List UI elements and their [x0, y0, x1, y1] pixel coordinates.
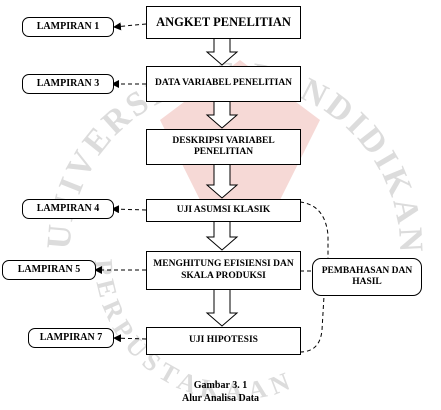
step-uji-asumsi-klasik: UJI ASUMSI KLASIK: [146, 199, 301, 222]
step-deskripsi-variabel: DESKRIPSI VARIABEL PENELITIAN: [146, 129, 301, 165]
appendix-lampiran-3: LAMPIRAN 3: [22, 74, 114, 94]
down-arrows: [205, 37, 239, 327]
step-uji-hipotesis: UJI HIPOTESIS: [146, 327, 301, 355]
step-data-variabel: DATA VARIABEL PENELITIAN: [146, 66, 301, 102]
appendix-arrows: [94, 22, 147, 343]
connector-from-uji-asumsi: [299, 201, 329, 262]
down-arrow-5: [205, 288, 239, 327]
appendix-lampiran-5: LAMPIRAN 5: [2, 260, 96, 280]
step-angket-penelitian: ANGKET PENELITIAN: [146, 6, 301, 39]
appendix-lampiran-7: LAMPIRAN 7: [28, 328, 114, 348]
arrow-to-lampiran-1: [113, 22, 147, 31]
down-arrow-4: [205, 220, 239, 251]
figure-title: Alur Analisa Data: [181, 393, 260, 404]
appendix-lampiran-1: LAMPIRAN 1: [22, 17, 114, 37]
down-arrow-3: [205, 163, 239, 199]
down-arrow-2: [205, 100, 239, 129]
appendix-lampiran-4: LAMPIRAN 4: [22, 199, 114, 219]
connector-from-uji-hipotesis: [299, 295, 325, 353]
step-menghitung-efisiensi: MENGHITUNG EFISIENSI DAN SKALA PRODUKSI: [146, 251, 301, 290]
arrow-to-lampiran-4: [111, 205, 147, 214]
arrow-to-lampiran-7: [113, 334, 147, 343]
result-connectors: [299, 201, 329, 353]
figure-number: Gambar 3. 1: [193, 380, 248, 391]
result-pembahasan-dan-hasil: PEMBAHASAN DAN HASIL: [312, 258, 422, 296]
down-arrow-1: [205, 37, 239, 66]
